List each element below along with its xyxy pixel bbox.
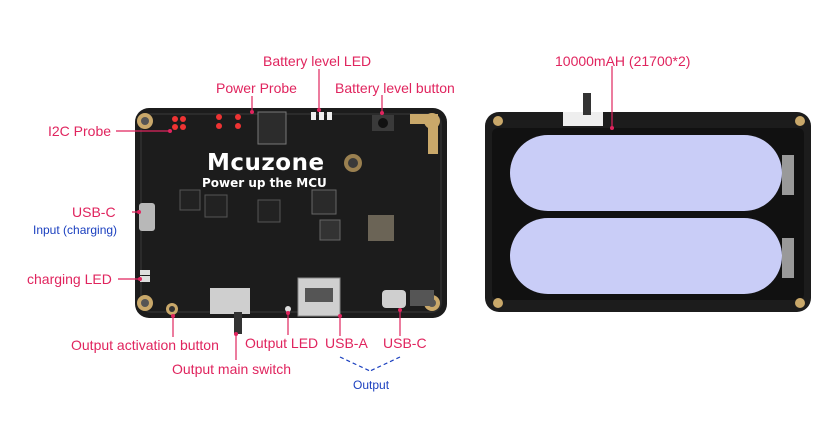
label-output-led: Output LED (245, 335, 319, 351)
label-input-charging: Input (charging) (33, 223, 118, 237)
label-output-group: Output (353, 378, 390, 392)
label-usb-c-input: USB-C (72, 204, 116, 220)
label-power-probe: Power Probe (216, 80, 297, 96)
leader-lines (116, 66, 613, 360)
right-pcb-board (485, 93, 811, 312)
label-battery-level-led: Battery level LED (263, 53, 372, 69)
pcb-brand-text: Mcuzone (207, 150, 325, 176)
label-i2c-probe: I2C Probe (48, 123, 112, 139)
label-usb-c-output: USB-C (383, 335, 427, 351)
label-output-main-switch: Output main switch (172, 361, 292, 377)
label-output-activation-button: Output activation button (71, 337, 219, 353)
leader-dots (137, 108, 614, 336)
output-bracket (339, 356, 401, 372)
label-capacity: 10000mAH (21700*2) (555, 53, 691, 69)
pcb-tagline: Power up the MCU (202, 176, 327, 190)
label-charging-led: charging LED (27, 271, 112, 287)
label-usb-a: USB-A (325, 335, 368, 351)
label-battery-level-button: Battery level button (335, 80, 455, 96)
left-pcb-board (135, 108, 447, 334)
